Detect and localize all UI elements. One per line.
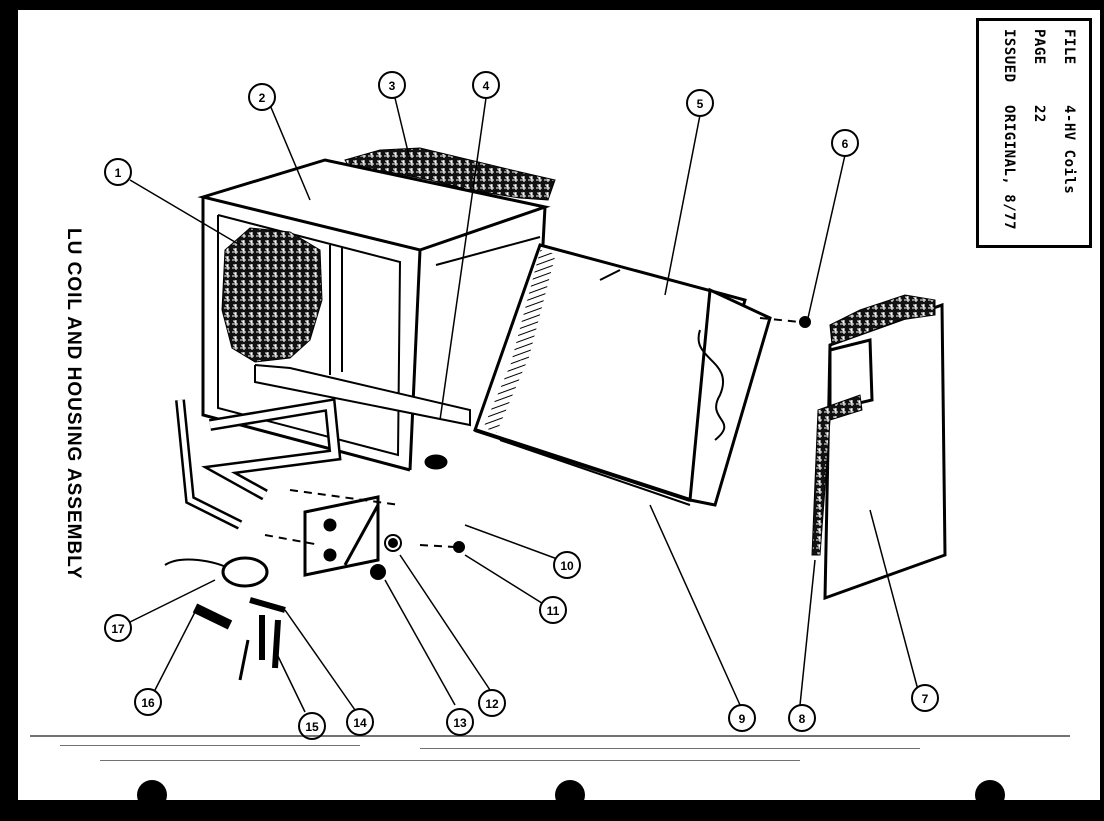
callout-10-label: 10: [560, 559, 574, 573]
callout-16-label: 16: [141, 696, 155, 710]
callout-8-label: 8: [799, 712, 806, 726]
callout-14: 14: [346, 708, 374, 736]
punch-hole-left: [137, 780, 167, 810]
panel-gasket-top: [829, 294, 936, 346]
punch-hole-center: [555, 780, 585, 810]
callout-14-label: 14: [353, 716, 367, 730]
file-value: 4-HV Coils: [1061, 105, 1077, 195]
access-panel: [823, 302, 947, 601]
callout-13-label: 13: [453, 716, 467, 730]
leader-lines: [129, 97, 919, 713]
callout-10: 10: [553, 551, 581, 579]
page-label: PAGE: [1031, 29, 1047, 65]
drain-tubes: [175, 398, 448, 530]
punch-hole-right: [975, 780, 1005, 810]
callout-12: 12: [478, 689, 506, 717]
guide-lines: [264, 317, 801, 548]
small-parts: [164, 316, 811, 681]
callout-6: 6: [831, 129, 859, 157]
mounting-plate: [303, 495, 380, 577]
callout-7: 7: [911, 684, 939, 712]
panel-gasket-side: [811, 394, 863, 556]
callout-16: 16: [134, 688, 162, 716]
callout-12-label: 12: [485, 697, 499, 711]
housing: [197, 158, 551, 472]
coil-mesh-left: [221, 227, 323, 363]
callout-5-label: 5: [697, 97, 704, 111]
callout-3-label: 3: [389, 79, 396, 93]
callout-11-label: 11: [547, 604, 560, 618]
callout-4: 4: [472, 71, 500, 99]
scan-noise: [30, 735, 1070, 761]
page-value: 22: [1031, 105, 1047, 123]
callout-15-label: 15: [305, 720, 319, 734]
issued-label: ISSUED: [1001, 29, 1017, 83]
callout-5: 5: [686, 89, 714, 117]
issued-value: ORIGINAL, 8/77: [1001, 105, 1017, 231]
callout-3: 3: [378, 71, 406, 99]
callout-13: 13: [446, 708, 474, 736]
callout-1-label: 1: [115, 166, 122, 180]
callout-9: 9: [728, 704, 756, 732]
callout-4-label: 4: [483, 79, 490, 93]
callout-1: 1: [104, 158, 132, 186]
callout-2: 2: [248, 83, 276, 111]
callout-2-label: 2: [259, 91, 266, 105]
file-label: FILE: [1061, 29, 1077, 65]
callout-17-label: 17: [111, 622, 125, 636]
callout-15: 15: [298, 712, 326, 740]
callout-8: 8: [788, 704, 816, 732]
callout-17: 17: [104, 614, 132, 642]
filter-mesh-top: [344, 147, 556, 201]
info-box: FILE 4-HV Coils PAGE 22 ISSUED ORIGINAL,…: [976, 18, 1092, 248]
callout-11: 11: [539, 596, 567, 624]
callout-markers: 1 2 3 4 5 6 7 8 9 10 11 12 13 14 15 16 1…: [104, 71, 939, 740]
coil-slab: [473, 243, 772, 507]
page-title: LU COIL AND HOUSING ASSEMBLY: [63, 228, 84, 580]
callout-9-label: 9: [739, 712, 746, 726]
callout-6-label: 6: [842, 137, 849, 151]
callout-7-label: 7: [922, 692, 929, 706]
